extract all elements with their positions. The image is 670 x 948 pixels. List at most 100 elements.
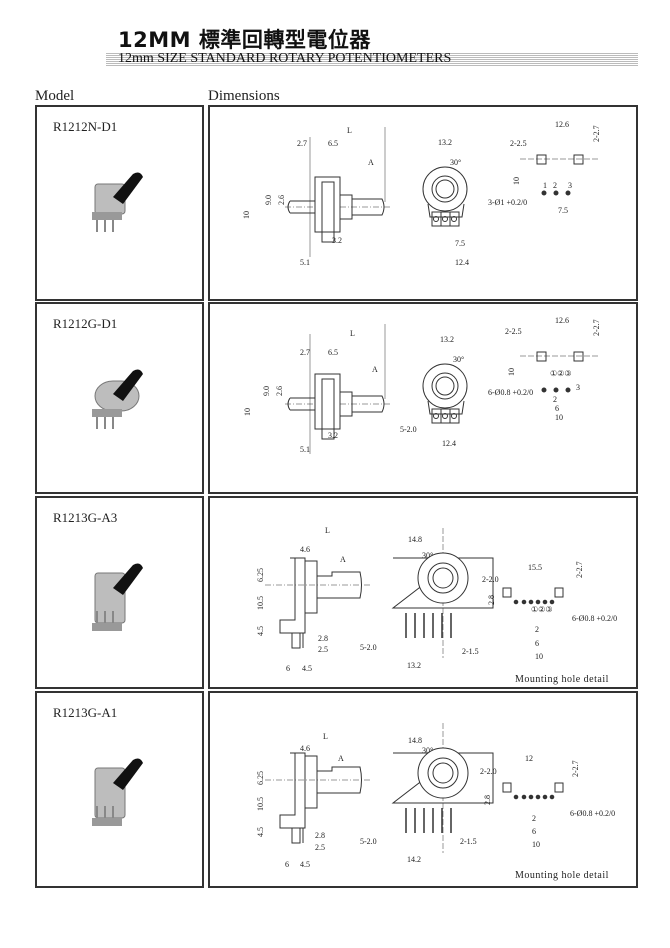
dimension-label: 10: [555, 413, 563, 422]
dimension-label: 3.2: [332, 236, 342, 245]
technical-drawing: [265, 528, 564, 658]
dimension-label: 4.5: [302, 664, 312, 673]
dimension-label: 2.6: [275, 386, 284, 396]
dimension-label: 2.8: [315, 831, 325, 840]
dimension-label: 5.1: [300, 258, 310, 267]
dimension-label: 6: [535, 639, 539, 648]
dimension-label: 30°: [422, 746, 434, 755]
dimension-label: 2-1.5: [460, 837, 477, 846]
dimension-label: 2-1.5: [462, 647, 479, 656]
dimension-label: 10: [512, 177, 521, 185]
dimension-label: 10.5: [256, 797, 265, 811]
dimension-label: 14.2: [407, 855, 421, 864]
dimension-label: 2.6: [277, 195, 286, 205]
dimension-label: 2.7: [297, 139, 307, 148]
dimension-label: 4.5: [300, 860, 310, 869]
dimension-label: L: [325, 526, 330, 535]
dimension-label: 2.7: [300, 348, 310, 357]
model-column-header: Model: [35, 88, 75, 104]
model-name: R1212G-D1: [53, 316, 118, 331]
dimension-label: 2-2.7: [571, 760, 580, 777]
dimension-label: 2.8: [318, 634, 328, 643]
potentiometer-photo: [92, 172, 143, 232]
dimension-label: 2: [553, 395, 557, 404]
technical-drawing: [265, 723, 564, 853]
potentiometer-photo: [92, 758, 143, 826]
dimension-label: 10: [507, 368, 516, 376]
mounting-hole-caption: Mounting hole detail: [515, 870, 609, 881]
dimension-label: 30°: [450, 158, 462, 167]
dimensions-column-header: Dimensions: [208, 88, 280, 104]
dimension-label: 2-2.5: [510, 139, 527, 148]
dimension-label: 30°: [422, 551, 434, 560]
model-cell: R1213G-A3: [35, 496, 204, 689]
mounting-hole-caption: Mounting hole detail: [515, 674, 609, 685]
dimension-label: 2.5: [318, 645, 328, 654]
dimension-label: 12.6: [555, 120, 569, 129]
dimension-label: 6.5: [328, 139, 338, 148]
dimension-label: 3: [568, 181, 572, 190]
dimension-label: ①②③: [550, 369, 572, 378]
page-subtitle: 12mm SIZE STANDARD ROTARY POTENTIOMETERS: [118, 51, 452, 66]
dimension-label: 2.8: [487, 595, 496, 605]
dimension-label: 7.5: [455, 239, 465, 248]
dimension-label: 6: [532, 827, 536, 836]
dimension-label: 10.5: [256, 596, 265, 610]
dimension-label: 13.2: [407, 661, 421, 670]
dimension-label: 3.2: [328, 431, 338, 440]
dimension-label: 4.5: [256, 827, 265, 837]
model-name: R1213G-A1: [53, 705, 118, 720]
dimension-label: 30°: [453, 355, 465, 364]
dimension-label: 3: [576, 383, 580, 392]
dimension-label: ①②③: [531, 605, 553, 614]
dimension-label: 2-2.5: [505, 327, 522, 336]
dimension-label: 6.25: [256, 568, 265, 582]
dimension-label: 12: [525, 754, 533, 763]
title-strip: [106, 52, 638, 66]
dimension-label: 6: [285, 860, 289, 869]
potentiometer-photo: [92, 563, 143, 631]
dimension-label: L: [350, 329, 355, 338]
dimension-label: A: [338, 754, 344, 763]
dimension-label: 2-2.7: [592, 319, 601, 336]
potentiometer-photo: [92, 369, 143, 429]
dimension-label: 5-2.0: [400, 425, 417, 434]
technical-drawing: [285, 127, 600, 257]
dimension-label: 1: [543, 181, 547, 190]
dimension-label: 2-2.7: [592, 125, 601, 142]
dimension-label: A: [372, 365, 378, 374]
model-cell: R1212N-D1: [35, 105, 204, 301]
dimension-label: 6.5: [328, 348, 338, 357]
page-title: 12MM 標準回轉型電位器: [118, 28, 371, 52]
dimension-label: 10: [535, 652, 543, 661]
dimension-label: 2: [535, 625, 539, 634]
dimension-label: 6-Ø0.8 +0.2/0: [572, 614, 618, 623]
dimension-label: 12.4: [442, 439, 456, 448]
dimension-label: 2-2.7: [575, 561, 584, 578]
dimension-label: L: [323, 732, 328, 741]
dimension-label: 2-2.0: [480, 767, 497, 776]
dimension-label: 3-Ø1 +0.2/0: [488, 198, 528, 207]
dimension-label: 4.6: [300, 744, 310, 753]
dimension-label: A: [368, 158, 374, 167]
dimension-label: 13.2: [438, 138, 452, 147]
model-cell: R1213G-A1: [35, 691, 204, 888]
dimension-label: 6: [286, 664, 290, 673]
dimension-label: A: [340, 555, 346, 564]
model-cell: R1212G-D1: [35, 302, 204, 494]
dimension-label: 5-2.0: [360, 643, 377, 652]
dimension-label: 10: [243, 408, 252, 416]
dimension-label: 13.2: [440, 335, 454, 344]
dimension-label: 5.1: [300, 445, 310, 454]
dimension-label: 9.0: [264, 195, 273, 205]
dimension-label: 5-2.0: [360, 837, 377, 846]
dimension-label: 2.8: [483, 795, 492, 805]
dimension-label: 4.5: [256, 626, 265, 636]
dimension-label: 4.6: [300, 545, 310, 554]
dimension-label: 10: [242, 211, 251, 219]
model-name: R1213G-A3: [53, 510, 118, 525]
dimension-label: 6: [555, 404, 559, 413]
